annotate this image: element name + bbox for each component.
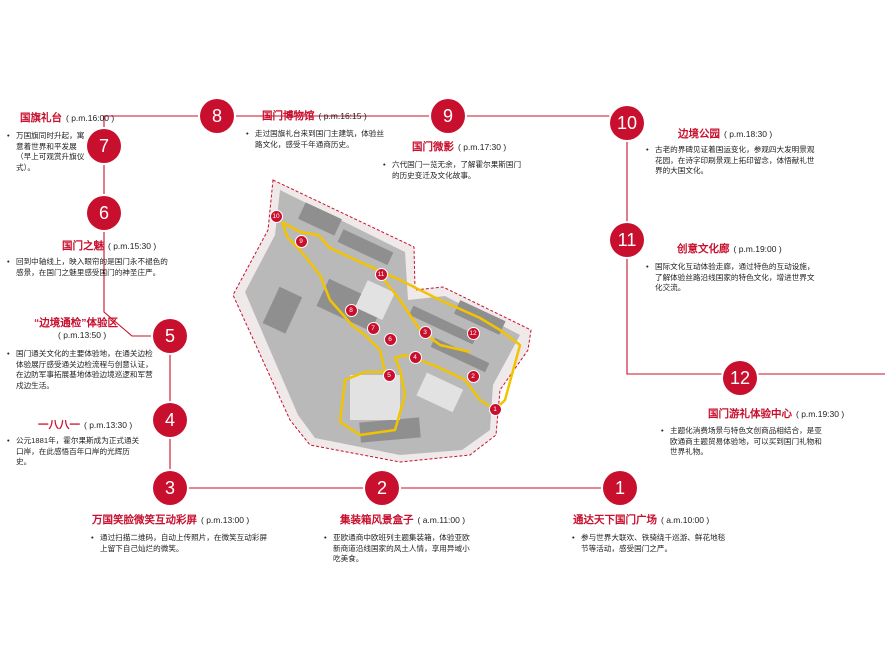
stop-desc-5: •国门通关文化的主要体验地，在通关边检体验展厅感受通关边检流程与创意认证，在边防…: [7, 349, 153, 390]
stop-time: ( p.m.17:30 ): [458, 142, 507, 152]
stop-node-4[interactable]: 4: [153, 403, 187, 437]
stop-desc-text: 六代国门一览无余，了解霍尔果斯国门的历史变迁及文化故事。: [392, 160, 522, 180]
stop-time: ( p.m.13:50 ): [58, 330, 107, 340]
stop-desc-text: 古老的界碑见证着国运变化，参观四大发明景观花园，在诗字印刷景观上拓印留念，体悟献…: [655, 145, 815, 175]
stop-node-3[interactable]: 3: [153, 471, 187, 505]
stop-desc-10: •古老的界碑见证着国运变化，参观四大发明景观花园，在诗字印刷景观上拓印留念，体悟…: [646, 145, 815, 175]
stop-desc-text: 亚欧通商中欧班列主题集装箱，体验亚欧新商道沿线国家的风土人情，享用异域小吃美食。: [333, 533, 470, 563]
map-marker-4[interactable]: 4: [408, 350, 422, 364]
map-marker-8[interactable]: 8: [344, 303, 358, 317]
stop-desc-text: 国门通关文化的主要体验地，在通关边检体验展厅感受通关边检流程与创意认证，在边防军…: [16, 349, 153, 390]
stop-title-text: 通达天下国门广场: [573, 514, 657, 526]
map-marker-1[interactable]: 1: [488, 402, 502, 416]
stop-time-5: ( p.m.13:50 ): [54, 329, 106, 341]
stop-desc-3: •通过扫描二维码，自动上传照片，在微笑互动彩屏上留下自己灿烂的微笑。: [91, 533, 268, 553]
stop-node-2[interactable]: 2: [365, 471, 399, 505]
stop-time: ( a.m.10:00 ): [661, 515, 710, 525]
stop-title-text: 万国笑脸微笑互动彩屏: [92, 514, 197, 526]
stop-desc-text: 万国旗同时升起，寓意着世界和平发展（早上可观赏升旗仪式）。: [16, 131, 85, 172]
stop-time: ( p.m.13:00 ): [201, 515, 250, 525]
stop-node-12[interactable]: 12: [723, 361, 757, 395]
stop-time: ( a.m.11:00 ): [417, 515, 466, 525]
map-marker-11[interactable]: 11: [374, 267, 388, 281]
map-marker-7[interactable]: 7: [366, 321, 380, 335]
stop-title-text: 一八八一: [38, 419, 80, 431]
stop-time: ( p.m.16:15 ): [318, 111, 367, 121]
stop-node-8[interactable]: 8: [200, 99, 234, 133]
stop-desc-6: •回到中轴线上，映入眼帘的是国门永不褪色的感景，在国门之魅里感受国门的神圣庄严。: [7, 257, 168, 277]
stop-desc-12: •主题化消费场景与特色文创商品相结合，是亚欧通商主题贸易体验地，可以买到国门礼物…: [661, 426, 822, 456]
stop-title-text: 边境公园: [678, 128, 720, 140]
map-marker-2[interactable]: 2: [466, 369, 480, 383]
stop-desc-text: 国际文化互动体验走廊，通过特色的互动设施，了解体验丝路沿线国家的特色文化，增进世…: [655, 262, 815, 292]
stop-desc-2: •亚欧通商中欧班列主题集装箱，体验亚欧新商道沿线国家的风土人情，享用异域小吃美食…: [324, 533, 470, 563]
map-marker-10[interactable]: 10: [269, 209, 283, 223]
stop-title-10: 边境公园 ( p.m.18:30 ): [678, 126, 772, 141]
stop-node-7[interactable]: 7: [87, 129, 121, 163]
stop-title-text: 国门微影: [412, 141, 454, 153]
stop-desc-text: 通过扫描二维码，自动上传照片，在微笑互动彩屏上留下自己灿烂的微笑。: [100, 533, 268, 553]
stop-title-9: 国门微影 ( p.m.17:30 ): [412, 139, 506, 154]
map-marker-6[interactable]: 6: [383, 332, 397, 346]
stop-desc-7: •万国旗同时升起，寓意着世界和平发展（早上可观赏升旗仪式）。: [7, 131, 85, 172]
stop-title-3: 万国笑脸微笑互动彩屏 ( p.m.13:00 ): [92, 512, 249, 527]
stop-desc-text: 走过国旗礼台来到国门主建筑，体验丝路文化，感受千年通商历史。: [255, 129, 385, 149]
stop-title-2: 集装箱风景盒子( a.m.11:00 ): [340, 512, 465, 527]
stop-node-5[interactable]: 5: [153, 319, 187, 353]
stop-desc-11: •国际文化互动体验走廊，通过特色的互动设施，了解体验丝路沿线国家的特色文化，增进…: [646, 262, 815, 292]
stop-desc-text: 回到中轴线上，映入眼帘的是国门永不褪色的感景，在国门之魅里感受国门的神圣庄严。: [16, 257, 168, 277]
stop-time: ( p.m.19:30 ): [796, 409, 845, 419]
stop-title-12: 国门游礼体验中心 ( p.m.19:30 ): [708, 406, 844, 421]
stop-title-text: 集装箱风景盒子: [340, 514, 414, 526]
stop-title-8: 国门博物馆( p.m.16:15 ): [262, 108, 367, 123]
stop-desc-text: 参与世界大联欢、铁骑绕千巡游、鲜花地毯节等活动，感受国门之严。: [581, 533, 726, 553]
stop-node-1[interactable]: 1: [603, 471, 637, 505]
stop-node-11[interactable]: 11: [610, 223, 644, 257]
stop-title-5: “边境通检”体验区: [34, 315, 118, 330]
map-marker-9[interactable]: 9: [294, 234, 308, 248]
stop-node-6[interactable]: 6: [87, 196, 121, 230]
site-plan: [232, 179, 532, 463]
stop-title-6: 国门之魅 ( p.m.15:30 ): [62, 238, 156, 253]
stop-desc-4: •公元1881年，霍尔果斯成为正式通关口岸，在此感悟百年口岸的光辉历史。: [7, 436, 140, 466]
stop-time: ( p.m.13:30 ): [84, 420, 133, 430]
stop-time: ( p.m.18:30 ): [724, 129, 773, 139]
stop-title-11: 创意文化廊( p.m.19:00 ): [677, 241, 782, 256]
stop-time: ( p.m.16:00 ): [66, 113, 115, 123]
stop-title-1: 通达天下国门广场 ( a.m.10:00 ): [573, 512, 709, 527]
stop-title-text: 国门游礼体验中心: [708, 408, 792, 420]
stop-title-7: 国旗礼台 ( p.m.16:00 ): [20, 110, 114, 125]
map-marker-12[interactable]: 12: [466, 326, 480, 340]
stop-title-text: “边境通检”体验区: [34, 317, 118, 329]
stop-title-text: 创意文化廊: [677, 243, 730, 255]
stop-time: ( p.m.15:30 ): [108, 241, 157, 251]
stop-desc-text: 主题化消费场景与特色文创商品相结合，是亚欧通商主题贸易体验地，可以买到国门礼物和…: [670, 426, 822, 456]
stop-node-9[interactable]: 9: [431, 99, 465, 133]
stop-title-text: 国门博物馆: [262, 110, 315, 122]
map-marker-5[interactable]: 5: [382, 368, 396, 382]
stop-title-text: 国旗礼台: [20, 112, 62, 124]
stop-desc-9: •六代国门一览无余，了解霍尔果斯国门的历史变迁及文化故事。: [383, 160, 522, 180]
stop-title-4: 一八八一 ( p.m.13:30 ): [38, 417, 132, 432]
stop-desc-8: •走过国旗礼台来到国门主建筑，体验丝路文化，感受千年通商历史。: [246, 129, 385, 149]
stop-node-10[interactable]: 10: [610, 106, 644, 140]
stop-title-text: 国门之魅: [62, 240, 104, 252]
map-marker-3[interactable]: 3: [418, 325, 432, 339]
stop-desc-text: 公元1881年，霍尔果斯成为正式通关口岸，在此感悟百年口岸的光辉历史。: [16, 436, 140, 466]
stop-desc-1: •参与世界大联欢、铁骑绕千巡游、鲜花地毯节等活动，感受国门之严。: [572, 533, 726, 553]
stop-time: ( p.m.19:00 ): [733, 244, 782, 254]
